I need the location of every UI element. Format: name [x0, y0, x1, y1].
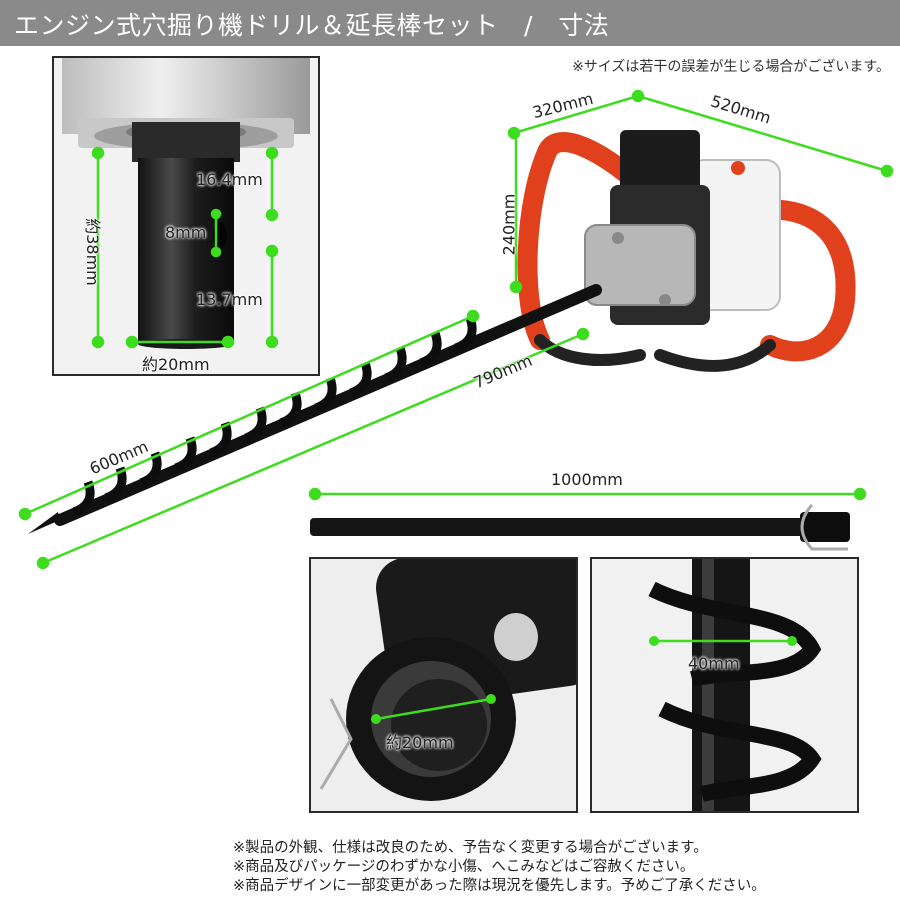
- auger-closeup-panel: 40mm: [590, 557, 859, 813]
- auger-diameter-label: 40mm: [688, 654, 740, 673]
- page-title: エンジン式穴掘り機ドリル＆延長棒セット / 寸法: [14, 11, 610, 40]
- dimension-lines: [18, 89, 894, 570]
- inset-lower-label: 13.7mm: [196, 290, 263, 309]
- rod-length-label: 1000mm: [551, 470, 623, 489]
- engine-height-label: 240mm: [499, 193, 519, 256]
- gearbox: [584, 224, 696, 306]
- inset-upper-label: 16.4mm: [196, 170, 263, 189]
- footer-note-2: ※商品及びパッケージのわずかな小傷、へこみなどはご容赦ください。: [233, 859, 695, 875]
- inset-hole-label: 8mm: [165, 223, 207, 242]
- socket-illustration: [319, 559, 576, 801]
- inset-height-label: 約38mm: [82, 218, 102, 286]
- extension-rod: [310, 518, 820, 536]
- shaft-illustration: [62, 58, 310, 349]
- socket-diameter-label: 約20mm: [386, 733, 454, 752]
- size-tolerance-note: ※サイズは若干の誤差が生じる場合がございます。: [572, 59, 890, 75]
- footer-note-1: ※製品の外観、仕様は改良のため、予告なく変更する場合がございます。: [233, 840, 708, 856]
- inset-width-label: 約20mm: [142, 355, 210, 374]
- auger-flights: [72, 316, 477, 517]
- header-bar: エンジン式穴掘り機ドリル＆延長棒セット / 寸法: [0, 0, 900, 46]
- footer-note-3: ※商品デザインに一部変更があった際は現況を優先します。予めご了承ください。: [233, 878, 766, 894]
- auger-illustration: [648, 559, 822, 811]
- socket-closeup-panel: 約20mm: [309, 557, 578, 813]
- engine-block: [620, 130, 700, 190]
- rod-pin-clip: [800, 503, 848, 551]
